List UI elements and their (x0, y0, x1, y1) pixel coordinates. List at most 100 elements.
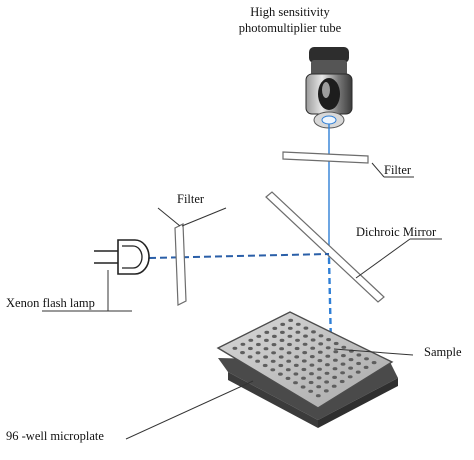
plate-well (263, 355, 268, 359)
filter-left (174, 223, 187, 306)
plate-well (303, 326, 309, 330)
plate-well (308, 389, 314, 393)
plate-well (309, 363, 315, 367)
plate-well (232, 346, 238, 350)
plate-well (271, 351, 276, 355)
leader-dichroic (355, 238, 411, 279)
dichroic-mirror (265, 191, 385, 303)
plate-well (247, 355, 253, 359)
microplate (216, 311, 398, 428)
pmt-label-line1: High sensitivity (250, 5, 330, 19)
pmt-label-line2: photomultiplier tube (239, 21, 342, 35)
plate-well (286, 351, 292, 355)
plate-well (309, 355, 315, 359)
pmt-ring (311, 60, 347, 76)
plate-side-front (228, 372, 318, 428)
plate-well (240, 342, 246, 346)
plate-well (303, 334, 308, 338)
pmt-cap (309, 47, 349, 63)
plate-well (310, 346, 316, 350)
plate-well (270, 368, 276, 372)
plate-well (301, 376, 306, 380)
plate-well (325, 363, 330, 367)
plate-well (317, 350, 323, 354)
plate-well (285, 376, 291, 380)
plate-well (341, 345, 347, 349)
dichroic-mirror-label: Dichroic Mirror (356, 225, 437, 239)
plate-well (264, 338, 269, 342)
plate-side-right (318, 378, 398, 428)
filter-top-label: Filter (384, 163, 412, 177)
plate-well (332, 367, 338, 371)
plate-well (293, 372, 299, 376)
plate-well (308, 380, 314, 385)
plate-well (287, 342, 292, 347)
plate-well (270, 359, 276, 363)
plate-well (324, 380, 329, 384)
plate-well (272, 334, 277, 338)
plate-well (288, 318, 294, 322)
plate-well (271, 343, 277, 347)
plate-well (248, 338, 254, 342)
plate-well (240, 351, 245, 355)
leader-microplate (125, 380, 254, 440)
xenon-lamp-label: Xenon flash lamp (6, 296, 95, 310)
plate-well (300, 385, 306, 389)
pmt-highlight (322, 82, 330, 98)
excitation-beam (148, 253, 330, 259)
plate-well (294, 355, 300, 359)
plate-well (325, 354, 331, 358)
plate-well (285, 368, 291, 372)
plate-well (294, 346, 300, 351)
xenon-flash-lamp (94, 239, 150, 275)
plate-well (371, 361, 377, 365)
plate-well (326, 338, 331, 342)
photomultiplier-tube (305, 47, 353, 129)
plate-well (295, 338, 300, 342)
plate-well (301, 367, 307, 372)
sample-label: Sample (424, 345, 462, 359)
plate-well (248, 346, 253, 351)
plate-well (317, 367, 322, 371)
leader-filter-left (157, 207, 181, 227)
lamp-bulb (117, 239, 150, 275)
lamp-filament (122, 245, 143, 269)
plate-well (339, 379, 345, 384)
plate-well (315, 394, 321, 398)
plate-well (332, 375, 337, 379)
plate-well (262, 363, 268, 368)
plate-well (278, 355, 284, 359)
plate-well (293, 381, 298, 385)
plate-well (287, 326, 293, 330)
plate-well (347, 375, 353, 379)
plate-well (356, 361, 361, 366)
plate-wells (232, 318, 377, 398)
plate-well (295, 330, 301, 334)
plate-well (323, 389, 329, 393)
plate-well (318, 334, 324, 338)
plate-well (279, 347, 284, 351)
plate-well (255, 351, 261, 355)
pmt-aperture (321, 115, 337, 125)
plate-well (333, 358, 338, 362)
plate-well (264, 330, 270, 334)
plate-well (356, 353, 362, 357)
plate-well (333, 341, 339, 346)
plate-well (341, 354, 346, 358)
plate-well (316, 385, 322, 389)
plate-well (331, 384, 337, 388)
plate-well (309, 372, 314, 376)
plate-well (340, 362, 346, 366)
plate-well (293, 363, 299, 367)
plate-well (348, 366, 353, 370)
filter-top (282, 151, 369, 164)
plate-well (263, 347, 269, 351)
plate-well (255, 359, 260, 363)
plate-well (325, 346, 331, 350)
plate-well (317, 359, 323, 363)
plate-well (324, 371, 330, 375)
plate-well (301, 359, 307, 363)
leader-filter-top (371, 162, 385, 178)
